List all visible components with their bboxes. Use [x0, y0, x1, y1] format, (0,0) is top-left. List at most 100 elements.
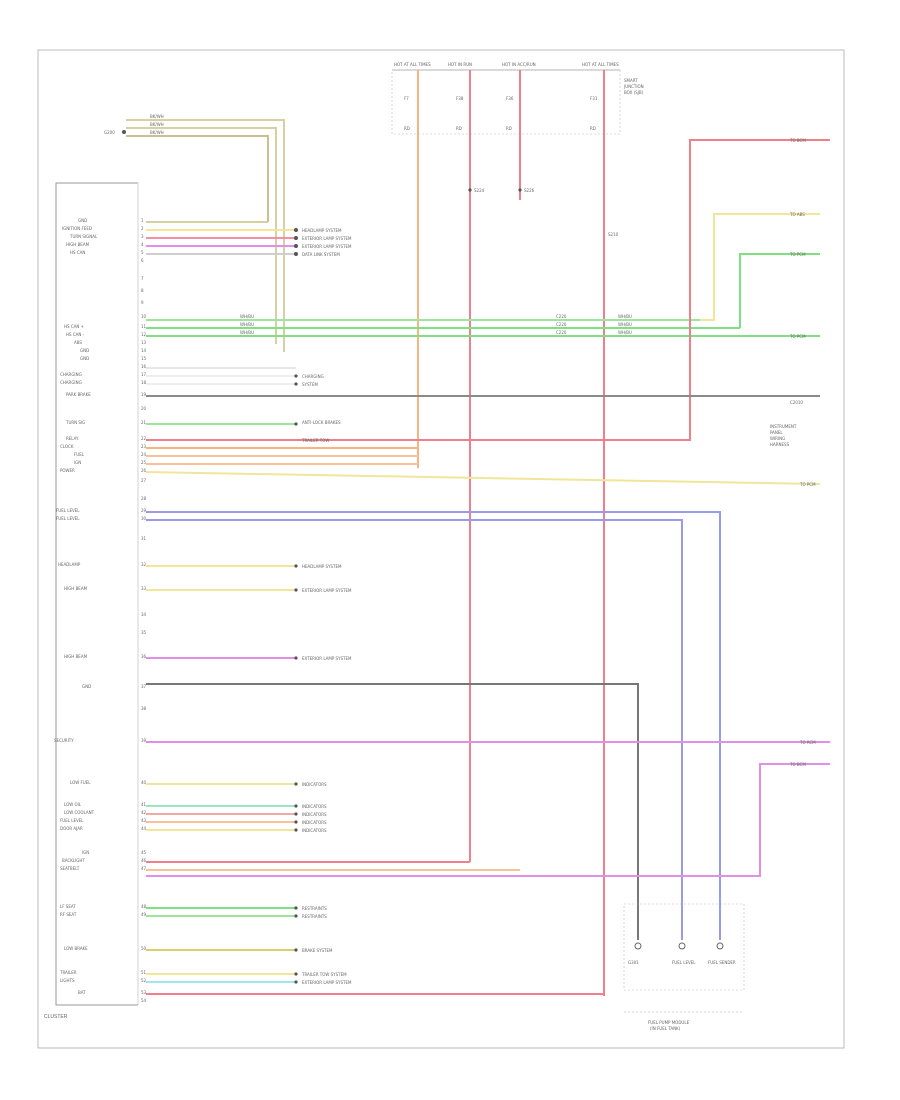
svg-text:40: 40 — [141, 780, 147, 785]
svg-text:INDICATORS: INDICATORS — [302, 782, 327, 787]
diagram-border — [37, 49, 845, 1049]
svg-text:10: 10 — [141, 314, 147, 319]
svg-text:S224: S224 — [474, 188, 485, 193]
svg-text:27: 27 — [141, 478, 147, 483]
svg-text:41: 41 — [141, 802, 147, 807]
svg-text:TO BCM: TO BCM — [789, 762, 806, 767]
svg-text:LF SEAT: LF SEAT — [60, 904, 76, 909]
svg-text:S226: S226 — [524, 188, 535, 193]
svg-text:C2010: C2010 — [790, 400, 803, 405]
svg-text:HEADLAMP: HEADLAMP — [58, 562, 81, 567]
svg-text:HOT IN ACC/RUN: HOT IN ACC/RUN — [502, 62, 536, 67]
svg-text:14: 14 — [141, 348, 147, 353]
red-branch — [146, 139, 830, 441]
fuel-module-label-2: (IN FUEL TANK) — [650, 1026, 681, 1031]
svg-text:RD: RD — [590, 126, 596, 131]
svg-text:29: 29 — [141, 508, 147, 513]
svg-text:TRAILER TOW SYSTEM: TRAILER TOW SYSTEM — [301, 972, 347, 977]
svg-text:BK/WH: BK/WH — [150, 122, 164, 127]
svg-text:9: 9 — [141, 300, 144, 305]
svg-text:43: 43 — [141, 818, 147, 823]
plug-fuel-level: FUEL LEVEL — [672, 960, 696, 965]
svg-text:HARNESS: HARNESS — [770, 442, 790, 447]
svg-text:GND: GND — [80, 356, 89, 361]
svg-text:31: 31 — [141, 536, 147, 541]
svg-text:22: 22 — [141, 436, 147, 441]
svg-text:G200: G200 — [104, 130, 115, 135]
svg-text:SECURITY: SECURITY — [54, 738, 74, 743]
svg-text:35: 35 — [141, 630, 147, 635]
svg-text:25: 25 — [141, 460, 147, 465]
svg-text:EXTERIOR LAMP SYSTEM: EXTERIOR LAMP SYSTEM — [302, 588, 352, 593]
svg-text:19: 19 — [141, 392, 147, 397]
svg-text:SEATBELT: SEATBELT — [60, 866, 80, 871]
svg-text:HIGH BEAM: HIGH BEAM — [66, 242, 90, 247]
svg-text:LOW FUEL: LOW FUEL — [70, 780, 91, 785]
svg-text:26: 26 — [141, 468, 147, 473]
pin-labels: GND IGNITION FEED TURN SIGNAL HIGH BEAM … — [54, 218, 98, 995]
svg-text:PANEL: PANEL — [770, 430, 783, 435]
svg-text:GND: GND — [80, 348, 89, 353]
svg-text:LIGHTS: LIGHTS — [60, 978, 75, 983]
can-wires: WH/BU WH/BU WH/BU C220 C220 C220 WH/BU W… — [146, 213, 820, 337]
svg-text:HIGH BEAM: HIGH BEAM — [64, 586, 88, 591]
svg-text:WH/BU: WH/BU — [240, 322, 254, 327]
svg-text:RD: RD — [404, 126, 410, 131]
svg-text:17: 17 — [141, 372, 147, 377]
svg-text:INDICATORS: INDICATORS — [302, 804, 327, 809]
svg-text:BRAKE SYSTEM: BRAKE SYSTEM — [302, 948, 333, 953]
right-terminals: TO BCM TO ABS TO PCM TO PCM TO PCM TO RC… — [789, 138, 816, 767]
fuel-pump-module: G301 FUEL LEVEL FUEL SENDER FUEL PUMP MO… — [623, 903, 745, 1031]
svg-text:GND: GND — [78, 218, 87, 223]
svg-text:RELAY: RELAY — [66, 436, 79, 441]
svg-text:RD: RD — [456, 126, 462, 131]
svg-text:DATA LINK SYSTEM: DATA LINK SYSTEM — [302, 252, 340, 257]
svg-text:F7: F7 — [404, 96, 409, 101]
svg-text:11: 11 — [141, 324, 147, 329]
svg-text:7: 7 — [141, 276, 144, 281]
svg-text:CHARGING: CHARGING — [60, 380, 82, 385]
svg-text:RESTRAINTS: RESTRAINTS — [302, 906, 327, 911]
svg-text:WH/BU: WH/BU — [618, 330, 632, 335]
svg-text:INDICATORS: INDICATORS — [302, 828, 327, 833]
svg-text:36: 36 — [141, 654, 147, 659]
svg-text:C220: C220 — [556, 314, 567, 319]
svg-text:30: 30 — [141, 516, 147, 521]
svg-text:32: 32 — [141, 562, 147, 567]
svg-text:TO BCM: TO BCM — [789, 138, 806, 143]
svg-text:S210: S210 — [608, 232, 619, 237]
svg-text:EXTERIOR LAMP SYSTEM: EXTERIOR LAMP SYSTEM — [302, 244, 352, 249]
svg-text:FUEL: FUEL — [74, 452, 85, 457]
svg-text:HS CAN -: HS CAN - — [66, 332, 85, 337]
svg-text:INDICATORS: INDICATORS — [302, 812, 327, 817]
svg-text:IGNITION FEED: IGNITION FEED — [62, 226, 92, 231]
svg-text:TURN SIG: TURN SIG — [65, 420, 85, 425]
svg-text:EXTERIOR LAMP SYSTEM: EXTERIOR LAMP SYSTEM — [302, 236, 352, 241]
svg-text:DOOR AJAR: DOOR AJAR — [60, 826, 83, 831]
svg-text:21: 21 — [141, 420, 147, 425]
svg-text:SYSTEM: SYSTEM — [302, 382, 318, 387]
svg-text:EXTERIOR LAMP SYSTEM: EXTERIOR LAMP SYSTEM — [302, 980, 352, 985]
svg-text:ANTI-LOCK BRAKES: ANTI-LOCK BRAKES — [302, 420, 341, 425]
svg-text:WH/BU: WH/BU — [618, 322, 632, 327]
plug-g301: G301 — [628, 960, 639, 965]
svg-text:TO PCM: TO PCM — [799, 482, 816, 487]
svg-text:WIRING: WIRING — [770, 436, 785, 441]
svg-text:47: 47 — [141, 866, 147, 871]
svg-text:BACKLIGHT: BACKLIGHT — [62, 858, 85, 863]
svg-text:F36: F36 — [506, 96, 514, 101]
svg-text:24: 24 — [141, 452, 147, 457]
svg-text:12: 12 — [141, 332, 147, 337]
svg-text:3: 3 — [141, 234, 144, 239]
svg-text:HS CAN: HS CAN — [70, 250, 85, 255]
svg-text:WH/BU: WH/BU — [618, 314, 632, 319]
svg-text:C220: C220 — [556, 330, 567, 335]
svg-text:CLOCK: CLOCK — [60, 444, 74, 449]
svg-text:HEADLAMP SYSTEM: HEADLAMP SYSTEM — [302, 228, 342, 233]
svg-text:50: 50 — [141, 946, 147, 951]
svg-text:INDICATORS: INDICATORS — [302, 820, 327, 825]
svg-text:F31: F31 — [590, 96, 598, 101]
svg-text:52: 52 — [141, 978, 147, 983]
ground-bundle: G200 BK/WH BK/WH BK/WH — [104, 114, 285, 352]
